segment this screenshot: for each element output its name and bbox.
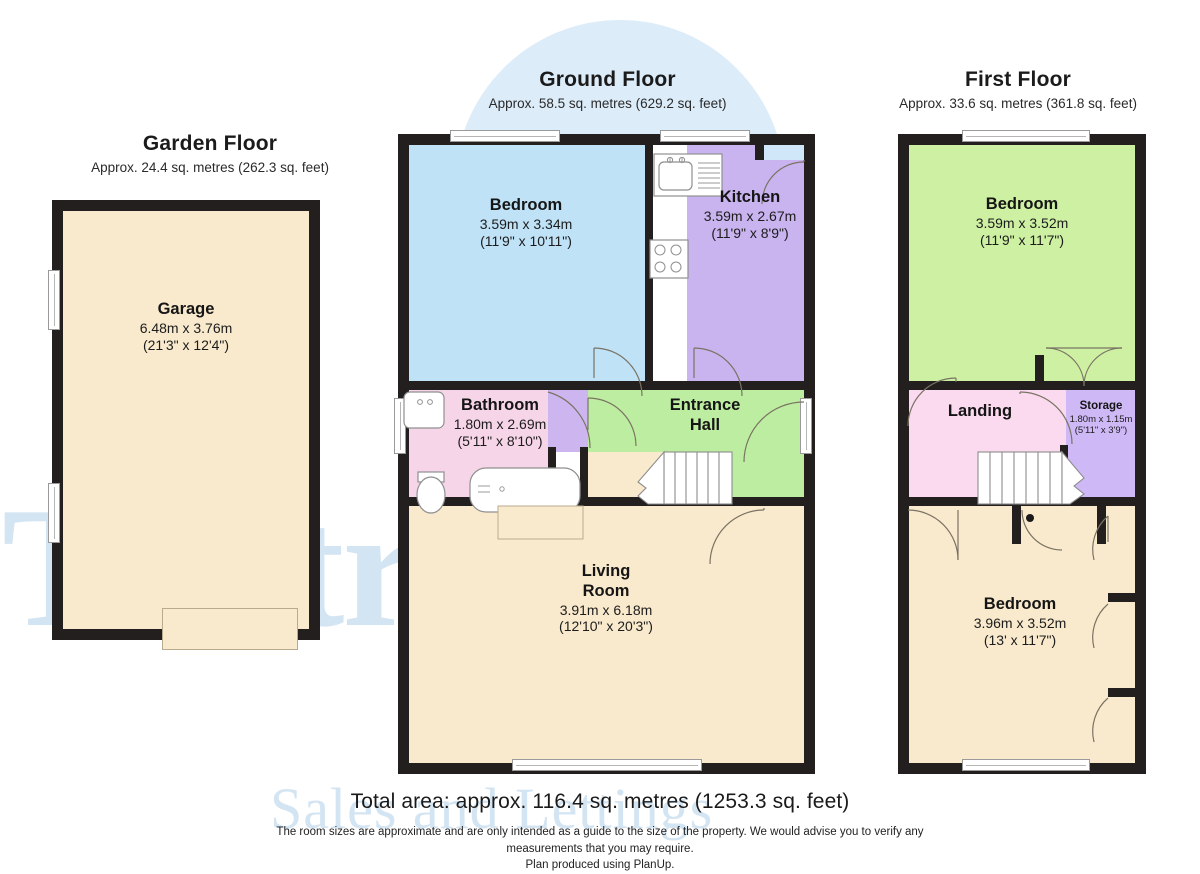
garage-window-upper bbox=[48, 270, 60, 330]
garage-wall-left bbox=[52, 200, 63, 640]
gf-wall-right bbox=[804, 134, 815, 774]
ff-wall-left bbox=[898, 134, 909, 774]
garage-window-lower bbox=[48, 483, 60, 543]
gf-wall-bedroom-kitchen bbox=[645, 134, 653, 384]
room-gf-kitchen-notch bbox=[763, 145, 805, 160]
gf-wall-hall-left bbox=[580, 447, 588, 499]
gf-wall-mid-lower bbox=[398, 497, 815, 506]
ff-window-bedroom-front bbox=[962, 130, 1090, 142]
garage-wall-top bbox=[52, 200, 320, 211]
first-floor-area: Approx. 33.6 sq. metres (361.8 sq. feet) bbox=[899, 96, 1137, 111]
room-gf-bedroom bbox=[408, 145, 645, 383]
ground-floor-title: Ground Floor bbox=[539, 68, 676, 91]
ff-wall-mid-upper bbox=[898, 381, 1146, 390]
gf-window-living bbox=[512, 759, 702, 771]
gf-window-bedroom bbox=[450, 130, 560, 142]
room-garage bbox=[62, 208, 310, 638]
ff-wall-rear-stub-a bbox=[1012, 506, 1021, 544]
garage-wall-right bbox=[309, 200, 320, 640]
ff-wall-rear-stub-d bbox=[1108, 688, 1136, 697]
ff-wall-bedroom-front-stub bbox=[1035, 355, 1044, 383]
room-gf-stairwell bbox=[664, 452, 730, 500]
first-floor-heading: First Floor Approx. 33.6 sq. metres (361… bbox=[868, 68, 1168, 111]
room-gf-living bbox=[408, 505, 805, 763]
ff-wall-rear-stub-c bbox=[1108, 593, 1136, 602]
disclaimer-line-2: measurements that you may require. bbox=[506, 842, 694, 855]
disclaimer-line-1: The room sizes are approximate and are o… bbox=[276, 826, 924, 838]
ff-wall-mid-lower bbox=[898, 497, 1146, 506]
room-ff-landing bbox=[908, 390, 1066, 500]
disclaimer-line-3: Plan produced using PlanUp. bbox=[525, 859, 675, 872]
room-gf-hall-stairs-beige bbox=[588, 452, 664, 500]
room-gf-kitchen bbox=[687, 145, 805, 383]
room-gf-bathroom bbox=[408, 390, 548, 500]
garage-door-panel bbox=[162, 608, 298, 650]
garden-floor-area: Approx. 24.4 sq. metres (262.3 sq. feet) bbox=[91, 160, 329, 175]
first-floor-title: First Floor bbox=[964, 68, 1072, 91]
gf-window-kitchen bbox=[660, 130, 750, 142]
ff-wall-right bbox=[1135, 134, 1146, 774]
garden-floor-heading: Garden Floor Approx. 24.4 sq. metres (26… bbox=[40, 132, 380, 175]
ff-wall-storage-left bbox=[1060, 445, 1068, 501]
ground-floor-area: Approx. 58.5 sq. metres (629.2 sq. feet) bbox=[488, 96, 727, 111]
gf-window-bathroom bbox=[394, 398, 406, 454]
ff-wall-rear-stub-b bbox=[1097, 506, 1106, 544]
gf-wall-top bbox=[398, 134, 815, 145]
gf-front-door-opening bbox=[800, 398, 812, 454]
gf-wall-kitchen-stub bbox=[755, 134, 764, 160]
ground-floor-heading: Ground Floor Approx. 58.5 sq. metres (62… bbox=[435, 68, 780, 111]
footer: Total area: approx. 116.4 sq. metres (12… bbox=[0, 790, 1200, 874]
gf-wall-left bbox=[398, 134, 409, 774]
ff-window-bedroom-rear bbox=[962, 759, 1090, 771]
room-gf-kitchen-corridor bbox=[652, 145, 687, 383]
garden-floor-title: Garden Floor bbox=[142, 132, 278, 155]
total-area-text: Total area: approx. 116.4 sq. metres (12… bbox=[350, 790, 850, 813]
room-gf-bathroom-lobby bbox=[548, 390, 588, 452]
gf-wall-mid-upper bbox=[398, 381, 815, 390]
room-ff-storage bbox=[1066, 390, 1136, 500]
gf-wall-bathroom-right bbox=[548, 447, 556, 499]
room-ff-bedroom-front bbox=[908, 145, 1136, 383]
